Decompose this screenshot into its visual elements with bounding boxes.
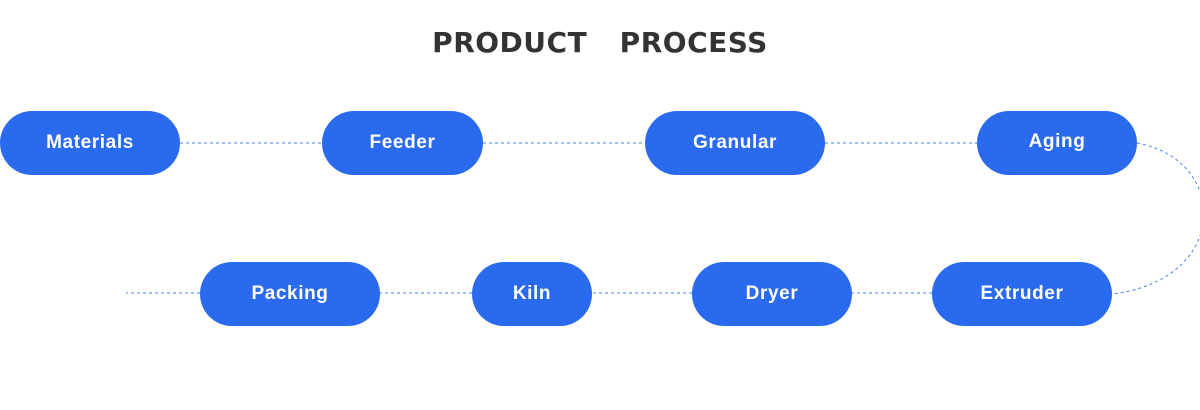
- step-extruder: Extruder: [932, 262, 1112, 326]
- step-packing: Packing: [200, 262, 380, 326]
- step-materials: Materials: [0, 111, 180, 175]
- step-label: Extruder: [980, 283, 1064, 304]
- step-granular: Granular: [645, 111, 825, 175]
- step-dryer: Dryer: [692, 262, 852, 326]
- step-label: Granular: [693, 132, 777, 153]
- step-aging: Aging: [977, 111, 1137, 175]
- step-feeder: Feeder: [322, 111, 483, 175]
- step-label: Materials: [46, 132, 134, 153]
- step-label: Feeder: [369, 132, 436, 153]
- page-title: PRODUCT PROCESS: [432, 26, 768, 59]
- step-label: Aging: [1028, 131, 1086, 152]
- step-label: Packing: [251, 282, 329, 304]
- step-label: Dryer: [745, 283, 799, 304]
- step-kiln: Kiln: [472, 262, 592, 326]
- step-label: Kiln: [512, 283, 552, 304]
